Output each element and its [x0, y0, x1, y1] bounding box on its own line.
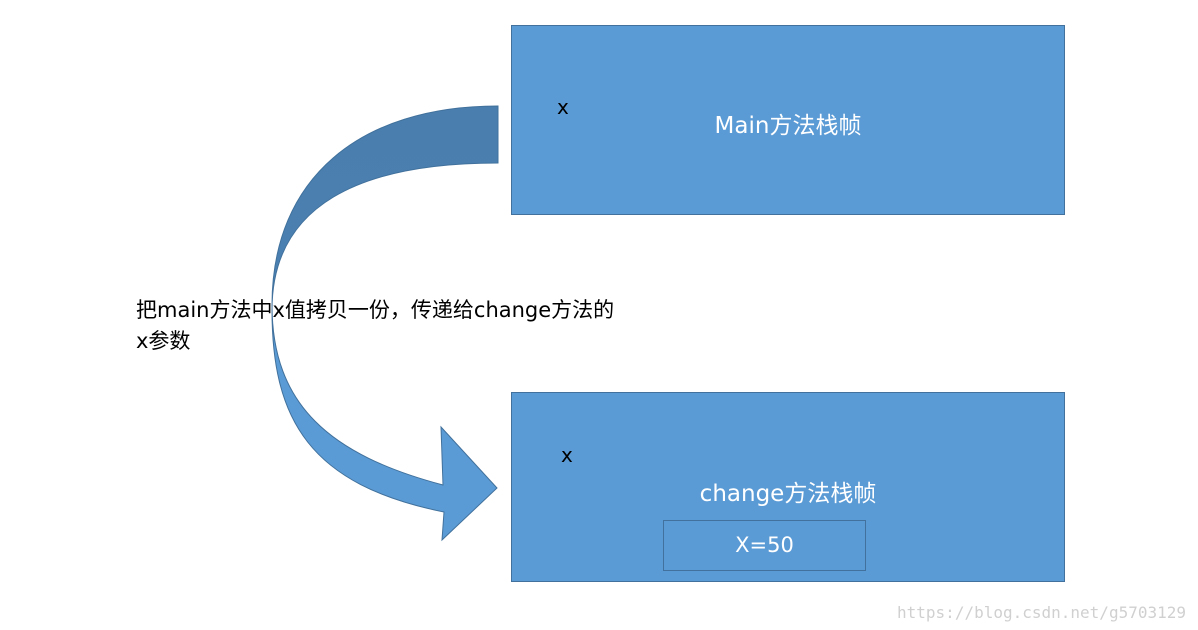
watermark: https://blog.csdn.net/g5703129	[897, 603, 1186, 622]
main-stack-frame: x Main方法栈帧	[511, 25, 1065, 215]
change-frame-title: change方法栈帧	[699, 481, 877, 507]
curved-arrow-shape	[271, 105, 499, 542]
x-value-box: X=50	[663, 520, 866, 571]
caption-line-1: 把main方法中x值拷贝一份，传递给change方法的	[136, 298, 615, 322]
change-frame-var-x: x	[561, 443, 573, 467]
main-frame-var-x: x	[557, 95, 569, 119]
main-frame-title: Main方法栈帧	[714, 113, 862, 139]
change-stack-frame: x change方法栈帧 X=50	[511, 392, 1065, 582]
caption-line-2: x参数	[136, 329, 191, 353]
copy-caption: 把main方法中x值拷贝一份，传递给change方法的 x参数	[136, 295, 716, 357]
